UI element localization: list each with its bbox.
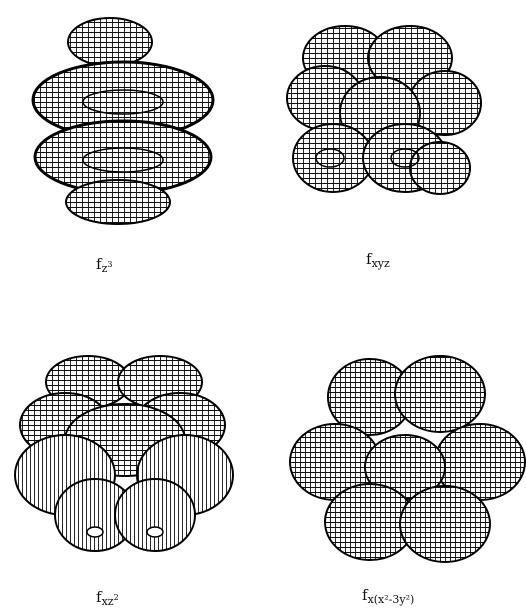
- caption-fxyz: fxyz: [366, 250, 390, 270]
- caption-fz3: fz3: [96, 255, 112, 275]
- lobe-bottom: [66, 180, 170, 224]
- orbital-fx-x2-3y2-diagram: [285, 352, 526, 567]
- caption-fx-x2-3y2: fx(x²-3y²): [362, 586, 414, 606]
- orbital-fz3-diagram: [28, 12, 228, 232]
- lobe-top: [68, 18, 152, 66]
- orbital-fxyz-diagram: [285, 18, 485, 208]
- caption-fxz2: fxz2: [96, 588, 119, 608]
- orbital-fxz2-diagram: [10, 350, 240, 560]
